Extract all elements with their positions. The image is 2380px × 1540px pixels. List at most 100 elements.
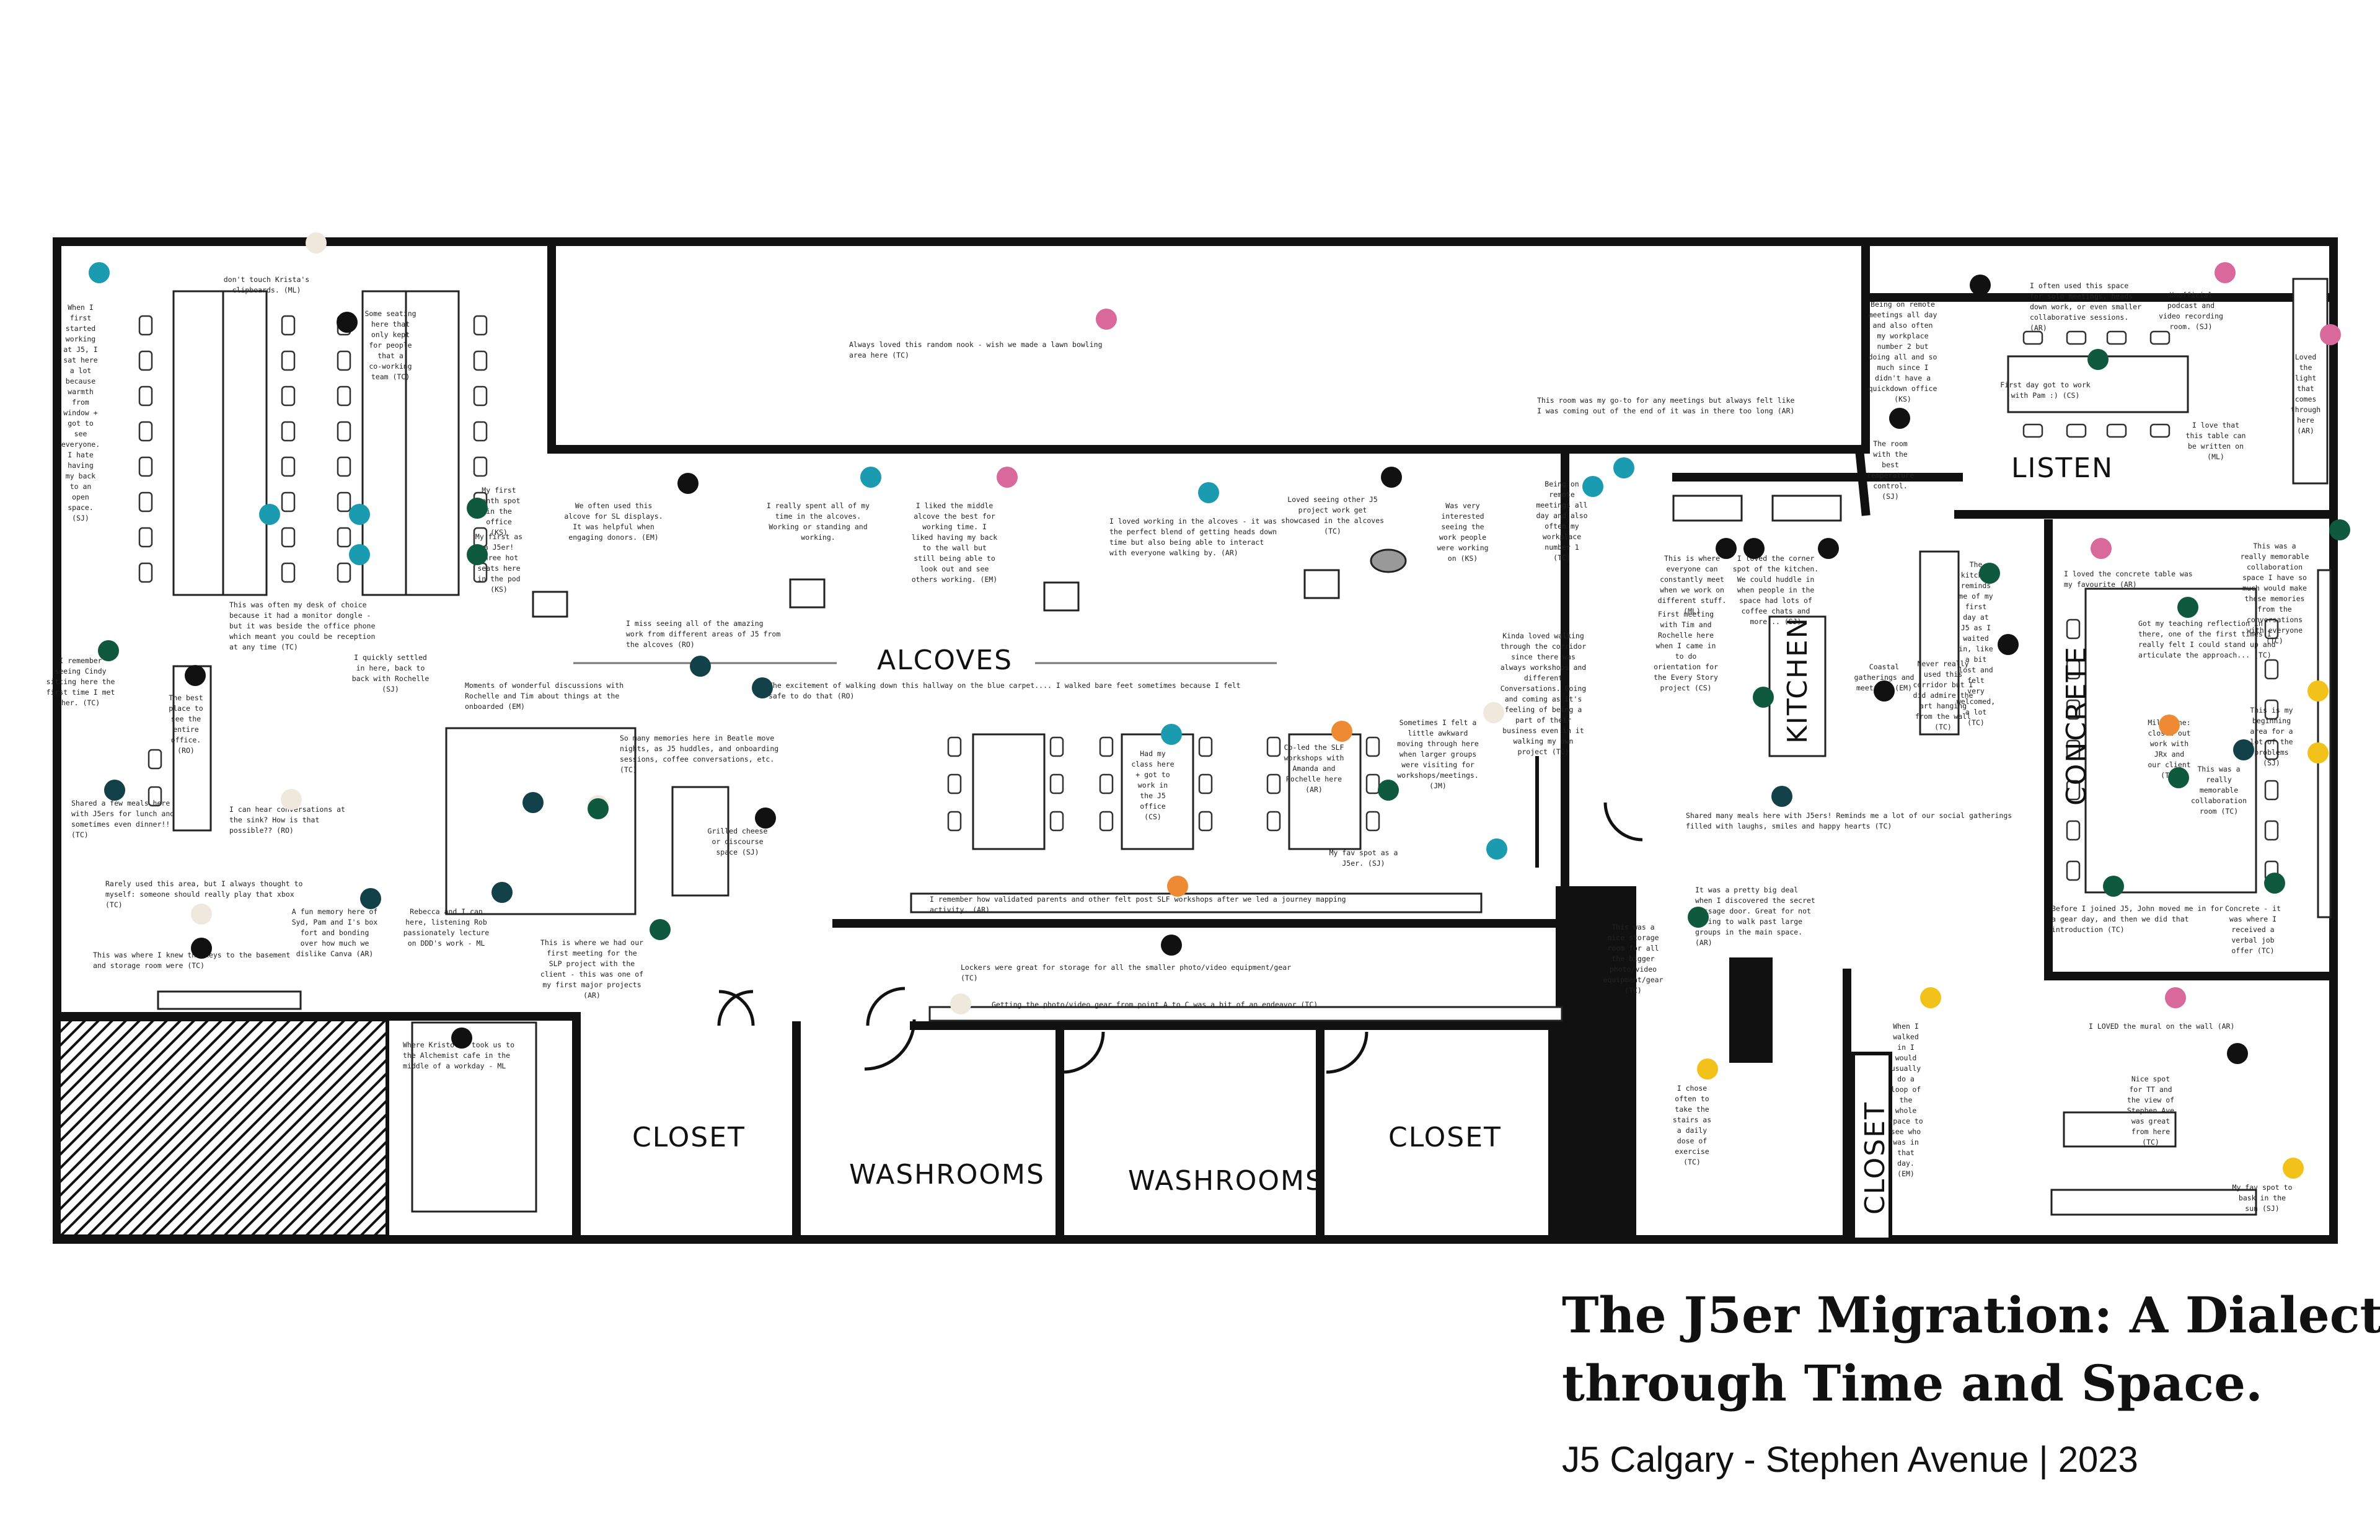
chair [1099, 736, 1114, 757]
memory-dot [1613, 457, 1634, 478]
stool [1370, 548, 1407, 573]
kitchen-counter [1919, 550, 1960, 736]
memory-dot [1582, 476, 1603, 497]
memory-dot [491, 882, 513, 903]
furniture [157, 278, 2332, 1216]
chair [2149, 423, 2171, 438]
chair [1266, 736, 1281, 757]
memory-dot [1381, 467, 1402, 488]
room-label-washrooms: WASHROOMS [1128, 1165, 1324, 1197]
annotation-note: The excitement of walking down this hall… [769, 681, 1241, 700]
walls [53, 237, 2338, 1244]
memory-dot [2091, 538, 2112, 559]
memory-dot [306, 232, 327, 253]
chair [2264, 820, 2279, 841]
annotation-note: Before I joined J5, John moved me in for… [2052, 904, 2223, 934]
chair [138, 315, 153, 336]
bench-table [361, 290, 407, 596]
lockers [910, 892, 1483, 913]
memory-dot [2165, 987, 2186, 1008]
memory-dot [2215, 262, 2236, 283]
chair [1049, 736, 1064, 757]
table [972, 733, 1046, 850]
chair [281, 527, 296, 548]
room-label-closet: CLOSET [1859, 1101, 1891, 1215]
display-frame [532, 591, 568, 618]
chair [2066, 780, 2081, 801]
memory-dot [185, 665, 206, 686]
desk [172, 665, 212, 832]
memory-dot [690, 656, 711, 677]
room-label-closet: CLOSET [632, 1122, 746, 1153]
chair [2264, 739, 2279, 760]
chair [947, 773, 962, 794]
chair [337, 350, 351, 371]
annotation-note: I remember how validated parents and oth… [930, 895, 1346, 914]
memory-dot [2307, 680, 2329, 702]
chair [138, 350, 153, 371]
memory-dot [860, 467, 881, 488]
chair [1099, 811, 1114, 832]
chair [138, 421, 153, 442]
memory-dot [2087, 349, 2109, 370]
memory-dot [1818, 538, 1839, 559]
memory-dot [1889, 408, 1910, 429]
annotation-note: Shared many meals here with J5ers! Remin… [1686, 811, 2012, 830]
memory-dot [997, 467, 1018, 488]
memory-dot [1771, 786, 1792, 807]
memory-dot [1161, 935, 1182, 956]
memory-dot [191, 904, 212, 925]
memory-dot [755, 807, 776, 829]
chair [281, 456, 296, 477]
memory-dot [2233, 739, 2254, 760]
memory-dot [677, 473, 699, 494]
memory-dot [950, 993, 971, 1014]
memory-dot [752, 677, 773, 698]
stairwell-block [1556, 886, 1636, 1239]
chair [1198, 736, 1213, 757]
memory-dot [1167, 876, 1188, 897]
door [717, 990, 754, 1026]
memory-dot [2320, 324, 2341, 345]
table [1121, 733, 1194, 850]
memory-dot [1753, 687, 1774, 708]
sink [1771, 495, 1842, 522]
tv-stand [157, 990, 302, 1010]
memory-dot [104, 780, 125, 801]
annotation-note: This was where I knew the keys to the ba… [93, 951, 291, 970]
door [1326, 1031, 1368, 1074]
diagram-title-line2: through Time and Space. [1562, 1354, 2263, 1412]
bench-table [172, 290, 224, 596]
annotation-note: Rarely used this area, but I always thou… [105, 879, 303, 909]
memory-dot [588, 798, 609, 819]
chair [2066, 423, 2087, 438]
memory-dot [467, 498, 488, 519]
counter [928, 1006, 1563, 1022]
chair [2066, 330, 2087, 345]
chair [473, 421, 488, 442]
chair [947, 811, 962, 832]
memory-dot [1998, 634, 2019, 655]
door [1603, 802, 1643, 842]
memory-dot [1970, 275, 1991, 296]
chair [1266, 811, 1281, 832]
